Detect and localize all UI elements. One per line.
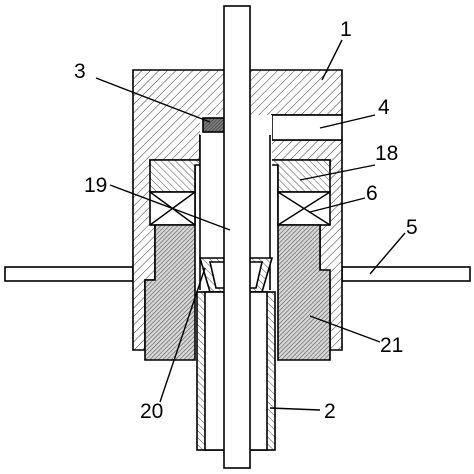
label-3: 3	[74, 60, 86, 83]
leader-1	[321, 39, 343, 81]
leader-5	[369, 232, 406, 275]
leader-20	[159, 267, 206, 403]
reference-labels: 1 3 4 18 19 6 5 21 20 2	[74, 18, 418, 423]
leader-6	[309, 197, 366, 213]
magnet-21	[144, 224, 331, 361]
leader-lines	[95, 39, 406, 411]
label-18: 18	[375, 142, 398, 165]
label-2: 2	[324, 400, 336, 423]
leader-19	[109, 184, 231, 231]
leader-2	[269, 407, 321, 411]
label-21: 21	[380, 334, 403, 357]
label-4: 4	[378, 96, 390, 119]
label-20: 20	[140, 400, 163, 423]
label-19: 19	[84, 174, 107, 197]
rod-19	[223, 5, 251, 469]
label-5: 5	[406, 216, 418, 239]
leader-21	[309, 315, 381, 343]
leader-3	[95, 77, 211, 123]
label-1: 1	[340, 18, 352, 41]
label-6: 6	[366, 182, 378, 205]
plate-5	[4, 266, 471, 282]
leader-4	[319, 114, 376, 129]
leader-18	[299, 164, 376, 181]
